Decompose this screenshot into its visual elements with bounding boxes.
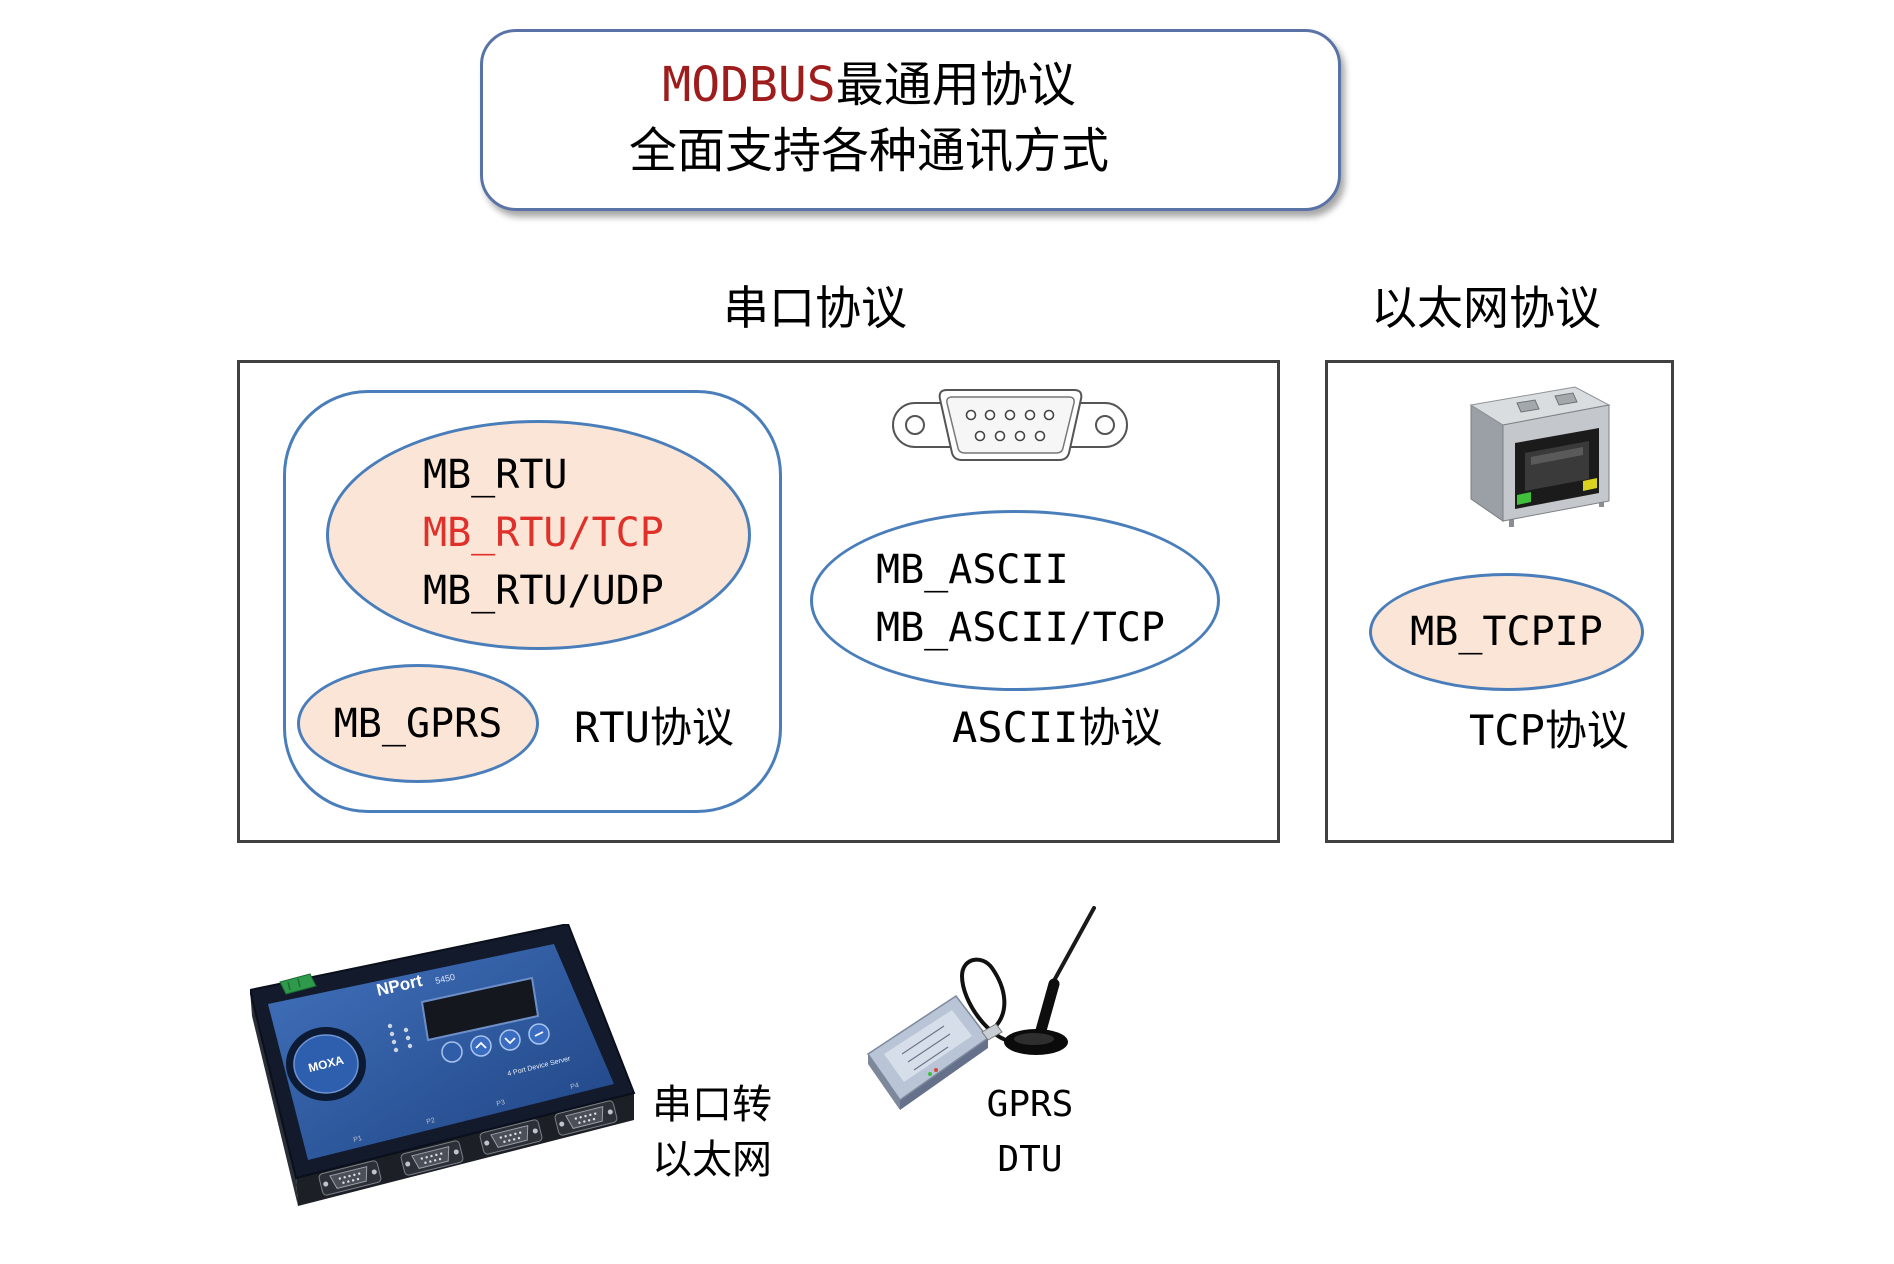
rj45-ethernet-jack-icon xyxy=(1459,377,1616,529)
nport-model-text: 5450 xyxy=(434,972,456,986)
ethernet-protocol-heading: 以太网协议 xyxy=(1371,281,1601,335)
serial-to-ethernet-label-line-1: 串口转 xyxy=(652,1082,772,1128)
mb-gprs-label: MB_GPRS xyxy=(333,700,503,747)
mb-tcpip-label: MB_TCPIP xyxy=(1410,609,1603,655)
mb-gprs-ellipse: MB_GPRS xyxy=(297,664,539,783)
mb-rtu-label: MB_RTU xyxy=(423,452,568,498)
moxa-nport-device-server-icon: MOXA NPort 5450 4 Port Device Server P1 … xyxy=(250,924,638,1206)
ethernet-protocol-frame xyxy=(1325,360,1674,843)
serial-to-ethernet-label-line-2: 以太网 xyxy=(652,1137,772,1183)
port-label-p1: P1 xyxy=(353,1135,363,1144)
port-label-p3: P3 xyxy=(496,1099,506,1108)
rtu-protocol-label: RTU协议 xyxy=(574,703,734,752)
mb-tcpip-ellipse: MB_TCPIP xyxy=(1369,573,1644,691)
gprs-dtu-with-antenna-icon xyxy=(864,904,1105,1111)
mb-ascii-tcp-label: MB_ASCII/TCP xyxy=(876,605,1165,651)
mb-rtu-udp-label: MB_RTU/UDP xyxy=(423,568,664,614)
gprs-dtu-label-line-2: DTU xyxy=(997,1139,1063,1180)
mb-rtu-tcp-label: MB_RTU/TCP xyxy=(423,510,664,556)
title-line-1: MODBUS最通用协议 xyxy=(479,57,1259,113)
serial-protocol-heading: 串口协议 xyxy=(723,281,907,335)
gprs-dtu-label-line-1: GPRS xyxy=(986,1084,1074,1125)
serial-protocol-frame xyxy=(237,360,1280,843)
ascii-variants-ellipse xyxy=(810,510,1220,691)
tcp-protocol-label: TCP协议 xyxy=(1469,706,1629,755)
title-line-1-rest: 最通用协议 xyxy=(835,57,1076,113)
port-label-p2: P2 xyxy=(426,1117,436,1126)
title-line-2: 全面支持各种通讯方式 xyxy=(628,123,1109,179)
title-box xyxy=(480,29,1341,211)
rtu-protocol-group xyxy=(283,390,782,813)
title-accent-modbus: MODBUS xyxy=(662,57,836,113)
port-label-p4: P4 xyxy=(570,1082,580,1091)
rtu-variants-ellipse xyxy=(326,420,751,650)
db9-serial-connector-icon xyxy=(891,387,1129,462)
ascii-protocol-label: ASCII协议 xyxy=(952,703,1163,752)
mb-ascii-label: MB_ASCII xyxy=(876,547,1069,593)
